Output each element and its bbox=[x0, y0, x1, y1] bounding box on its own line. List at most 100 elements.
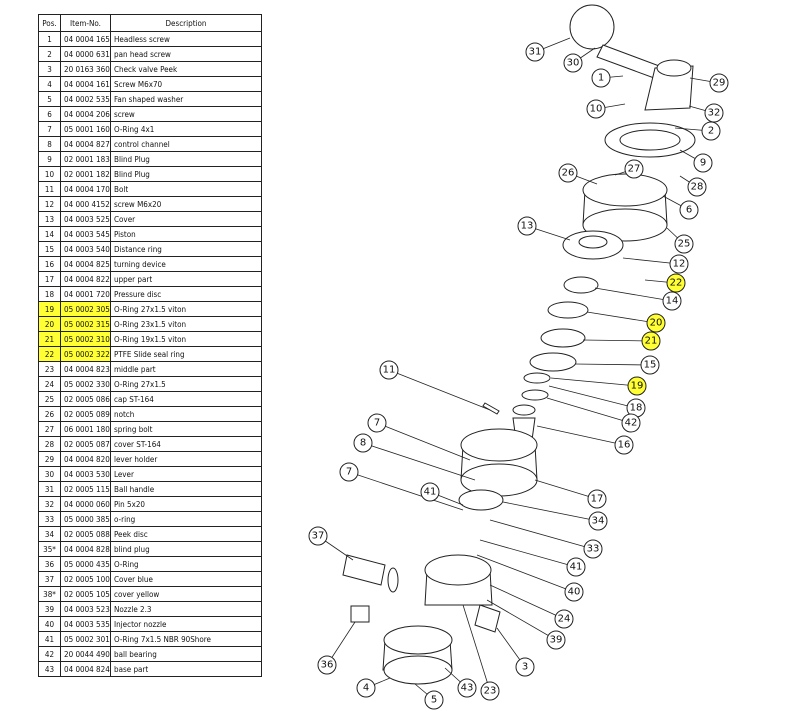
callout-circle bbox=[546, 630, 566, 650]
turning-device-top bbox=[512, 404, 536, 416]
leader-line bbox=[594, 287, 673, 302]
row-description: Ball handle bbox=[110, 481, 262, 497]
piston-shape bbox=[563, 276, 599, 294]
row-item-no: 05 0002 305 bbox=[60, 301, 111, 317]
leader-line bbox=[489, 519, 594, 550]
distance-ring-shape bbox=[529, 352, 577, 372]
callout-label: 36 bbox=[321, 660, 334, 671]
callout-balloon: 41 bbox=[566, 557, 586, 577]
row-item-no: 02 0005 086 bbox=[60, 391, 111, 407]
callout-label: 14 bbox=[666, 296, 679, 307]
callout-circle bbox=[627, 376, 647, 396]
callout-balloon: 10 bbox=[586, 99, 606, 119]
row-description: Cover bbox=[110, 211, 262, 227]
row-description: o-ring bbox=[110, 511, 262, 527]
upper-part-top bbox=[460, 428, 538, 462]
row-item-no: 05 0001 160 bbox=[60, 121, 111, 137]
row-item-no: 04 0003 540 bbox=[60, 241, 111, 257]
callout-circle bbox=[588, 511, 608, 531]
callout-balloon: 41 bbox=[420, 482, 440, 502]
callout-balloon: 31 bbox=[525, 42, 545, 62]
row-pos: 41 bbox=[38, 631, 61, 647]
row-pos: 42 bbox=[38, 646, 61, 662]
leader-line bbox=[546, 397, 632, 424]
row-pos: 35* bbox=[38, 541, 61, 557]
row-description: Injector nozzle bbox=[110, 616, 262, 632]
callout-label: 41 bbox=[424, 487, 437, 498]
callout-balloon: 4 bbox=[356, 678, 376, 698]
row-item-no: 04 0004 828 bbox=[60, 541, 111, 557]
row-item-no: 20 0163 360 bbox=[60, 61, 111, 77]
row-item-no: 04 0004 206 bbox=[60, 106, 111, 122]
row-item-no: 06 0001 180 bbox=[60, 421, 111, 437]
row-pos: 21 bbox=[38, 331, 61, 347]
row-pos: 19 bbox=[38, 301, 61, 317]
row-pos: 28 bbox=[38, 436, 61, 452]
callout-balloon: 39 bbox=[546, 630, 566, 650]
callout-circle bbox=[666, 273, 686, 293]
row-item-no: 05 0002 301 bbox=[60, 631, 111, 647]
row-pos: 2 bbox=[38, 46, 61, 62]
row-item-no: 02 0005 105 bbox=[60, 586, 111, 602]
row-pos: 3 bbox=[38, 61, 61, 77]
row-pos: 9 bbox=[38, 151, 61, 167]
row-pos: 22 bbox=[38, 346, 61, 362]
callout-label: 32 bbox=[708, 108, 721, 119]
callout-circle bbox=[457, 678, 477, 698]
row-pos: 12 bbox=[38, 196, 61, 212]
row-description: Check valve Peek bbox=[110, 61, 262, 77]
callout-balloon: 24 bbox=[554, 609, 574, 629]
callout-label: 40 bbox=[568, 587, 581, 598]
row-item-no: 02 0001 182 bbox=[60, 166, 111, 182]
row-description: Fan shaped washer bbox=[110, 91, 262, 107]
leader-line bbox=[574, 363, 651, 366]
callout-circle bbox=[515, 657, 535, 677]
callout-label: 33 bbox=[587, 544, 600, 555]
row-item-no: 04 0003 530 bbox=[60, 466, 111, 482]
callout-balloon: 1 bbox=[591, 68, 611, 88]
leader-line bbox=[376, 422, 471, 461]
callout-balloon: 2 bbox=[701, 121, 721, 141]
callout-circle bbox=[640, 355, 660, 375]
callout-label: 29 bbox=[713, 78, 726, 89]
callout-label: 5 bbox=[431, 695, 437, 706]
callout-circle bbox=[641, 331, 661, 351]
leader-line bbox=[548, 385, 637, 409]
row-description: lever holder bbox=[110, 451, 262, 467]
callout-label: 24 bbox=[558, 614, 571, 625]
callout-circle bbox=[525, 42, 545, 62]
row-description: Pin 5x20 bbox=[110, 496, 262, 512]
row-pos: 4 bbox=[38, 76, 61, 92]
lever-holder-top bbox=[656, 59, 692, 77]
row-description: cover yellow bbox=[110, 586, 262, 602]
row-pos: 26 bbox=[38, 406, 61, 422]
callout-balloon: 20 bbox=[646, 313, 666, 333]
row-item-no: 02 0005 087 bbox=[60, 436, 111, 452]
leader-line bbox=[462, 604, 491, 692]
row-pos: 36 bbox=[38, 556, 61, 572]
row-pos: 13 bbox=[38, 211, 61, 227]
leader-line bbox=[586, 311, 657, 324]
callout-label: 6 bbox=[686, 205, 692, 216]
row-description: Nozzle 2.3 bbox=[110, 601, 262, 617]
row-pos: 33 bbox=[38, 511, 61, 527]
row-pos: 39 bbox=[38, 601, 61, 617]
callout-circle bbox=[420, 482, 440, 502]
row-item-no: 04 0004 161 bbox=[60, 76, 111, 92]
header-pos: Pos. bbox=[38, 14, 61, 32]
row-item-no: 05 0002 330 bbox=[60, 376, 111, 392]
